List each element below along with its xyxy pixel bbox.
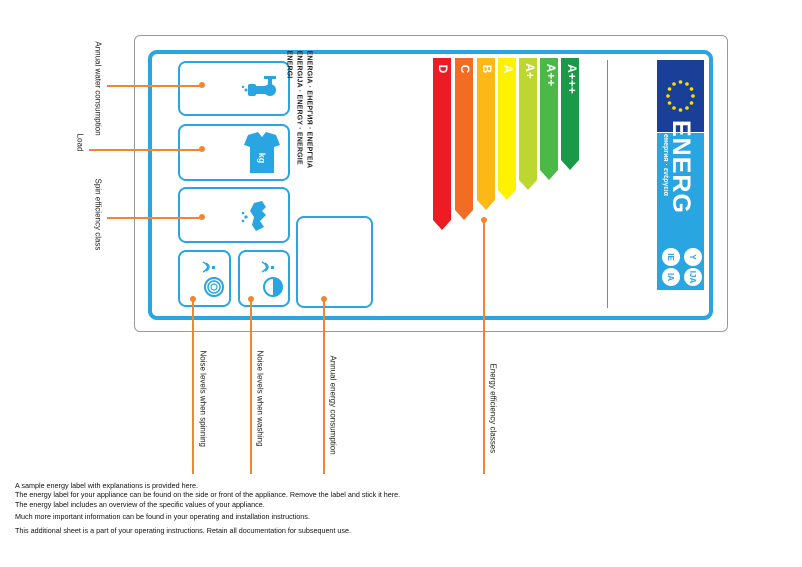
- class-arrow-a-plus-plus-plus: [561, 58, 579, 170]
- class-label-d: D: [436, 64, 450, 74]
- energ-word: ENERG: [667, 120, 695, 214]
- leader-line-energy-consumption: [323, 299, 325, 474]
- callout-noise-spin: Noise levels when spinning: [198, 350, 208, 448]
- leader-line-load: [89, 149, 204, 151]
- badge-ia: IA: [662, 268, 680, 286]
- class-arrow-d: [433, 58, 451, 230]
- energy-consumption-box: [296, 216, 373, 308]
- svg-text:kg: kg: [257, 153, 267, 164]
- leader-dot-load: [199, 146, 205, 152]
- noise-wash-box: [238, 250, 290, 307]
- label-divider: [607, 60, 608, 308]
- language-line-2: ENERGIJA · ENERGY · ENERGIE: [295, 50, 303, 165]
- class-label-b: B: [480, 64, 494, 74]
- water-consumption-box: [178, 61, 290, 116]
- class-arrow-a-plus: [519, 58, 537, 190]
- badge-ie: IE: [662, 248, 680, 266]
- callout-water-consumption: Annual water consumption: [93, 41, 103, 136]
- note-line-4: Much more important information can be f…: [15, 512, 310, 521]
- leader-dot-water: [199, 82, 205, 88]
- load-box: kg: [178, 124, 290, 181]
- leader-line-efficiency-classes: [483, 220, 485, 474]
- callout-efficiency-classes: Energy efficiency classes: [488, 363, 498, 454]
- noise-wash-icon: [261, 261, 283, 297]
- class-arrow-a-plus-plus: [540, 58, 558, 180]
- badge-ija: IJA: [684, 268, 702, 286]
- class-arrow-b: [477, 58, 495, 210]
- callout-energy-consumption: Annual energy consumption: [328, 355, 338, 455]
- class-label-a-plus-plus-plus: A+++: [565, 64, 579, 94]
- eu-stars-icon: [666, 80, 695, 112]
- class-arrow-c: [455, 58, 473, 220]
- class-arrow-a: [498, 58, 516, 200]
- class-label-c: C: [458, 64, 472, 74]
- noise-spin-box: [178, 250, 231, 307]
- leader-line-noise-spin: [192, 299, 194, 474]
- energ-subtitle: енергия · ενέργεια: [662, 134, 669, 196]
- spin-shirt-icon: [241, 201, 266, 231]
- leader-dot-spin: [199, 214, 205, 220]
- class-label-a-plus-plus: A++: [544, 63, 558, 87]
- noise-spin-icon: [202, 261, 224, 297]
- leader-line-spin: [107, 217, 204, 219]
- water-tap-icon: [242, 76, 276, 96]
- leader-line-water: [107, 85, 204, 87]
- callout-noise-wash: Noise levels when washing: [255, 350, 265, 447]
- efficiency-class-arrows: [433, 58, 579, 230]
- note-line-3: The energy label includes an overview of…: [15, 500, 265, 509]
- callout-spin-efficiency: Spin efficiency class: [93, 178, 103, 251]
- note-line-2: The energy label for your appliance can …: [15, 490, 401, 499]
- note-line-5: This additional sheet is a part of your …: [15, 526, 352, 535]
- badge-y: Y: [684, 248, 702, 266]
- eu-flag: [657, 60, 704, 132]
- language-line-1: ENERGIA · ЕНЕРГИЯ · ΕΝΕΡΓΕΙΑ: [305, 50, 313, 169]
- spin-class-box: [178, 187, 290, 243]
- leader-line-noise-wash: [250, 299, 252, 474]
- language-line-3: ENERGI: [285, 50, 293, 79]
- class-label-a-plus: A+: [523, 63, 537, 79]
- class-label-a: A: [501, 64, 515, 74]
- note-line-1: A sample energy label with explanations …: [15, 481, 198, 490]
- callout-load: Load: [75, 133, 85, 152]
- shirt-icon: kg: [244, 132, 280, 173]
